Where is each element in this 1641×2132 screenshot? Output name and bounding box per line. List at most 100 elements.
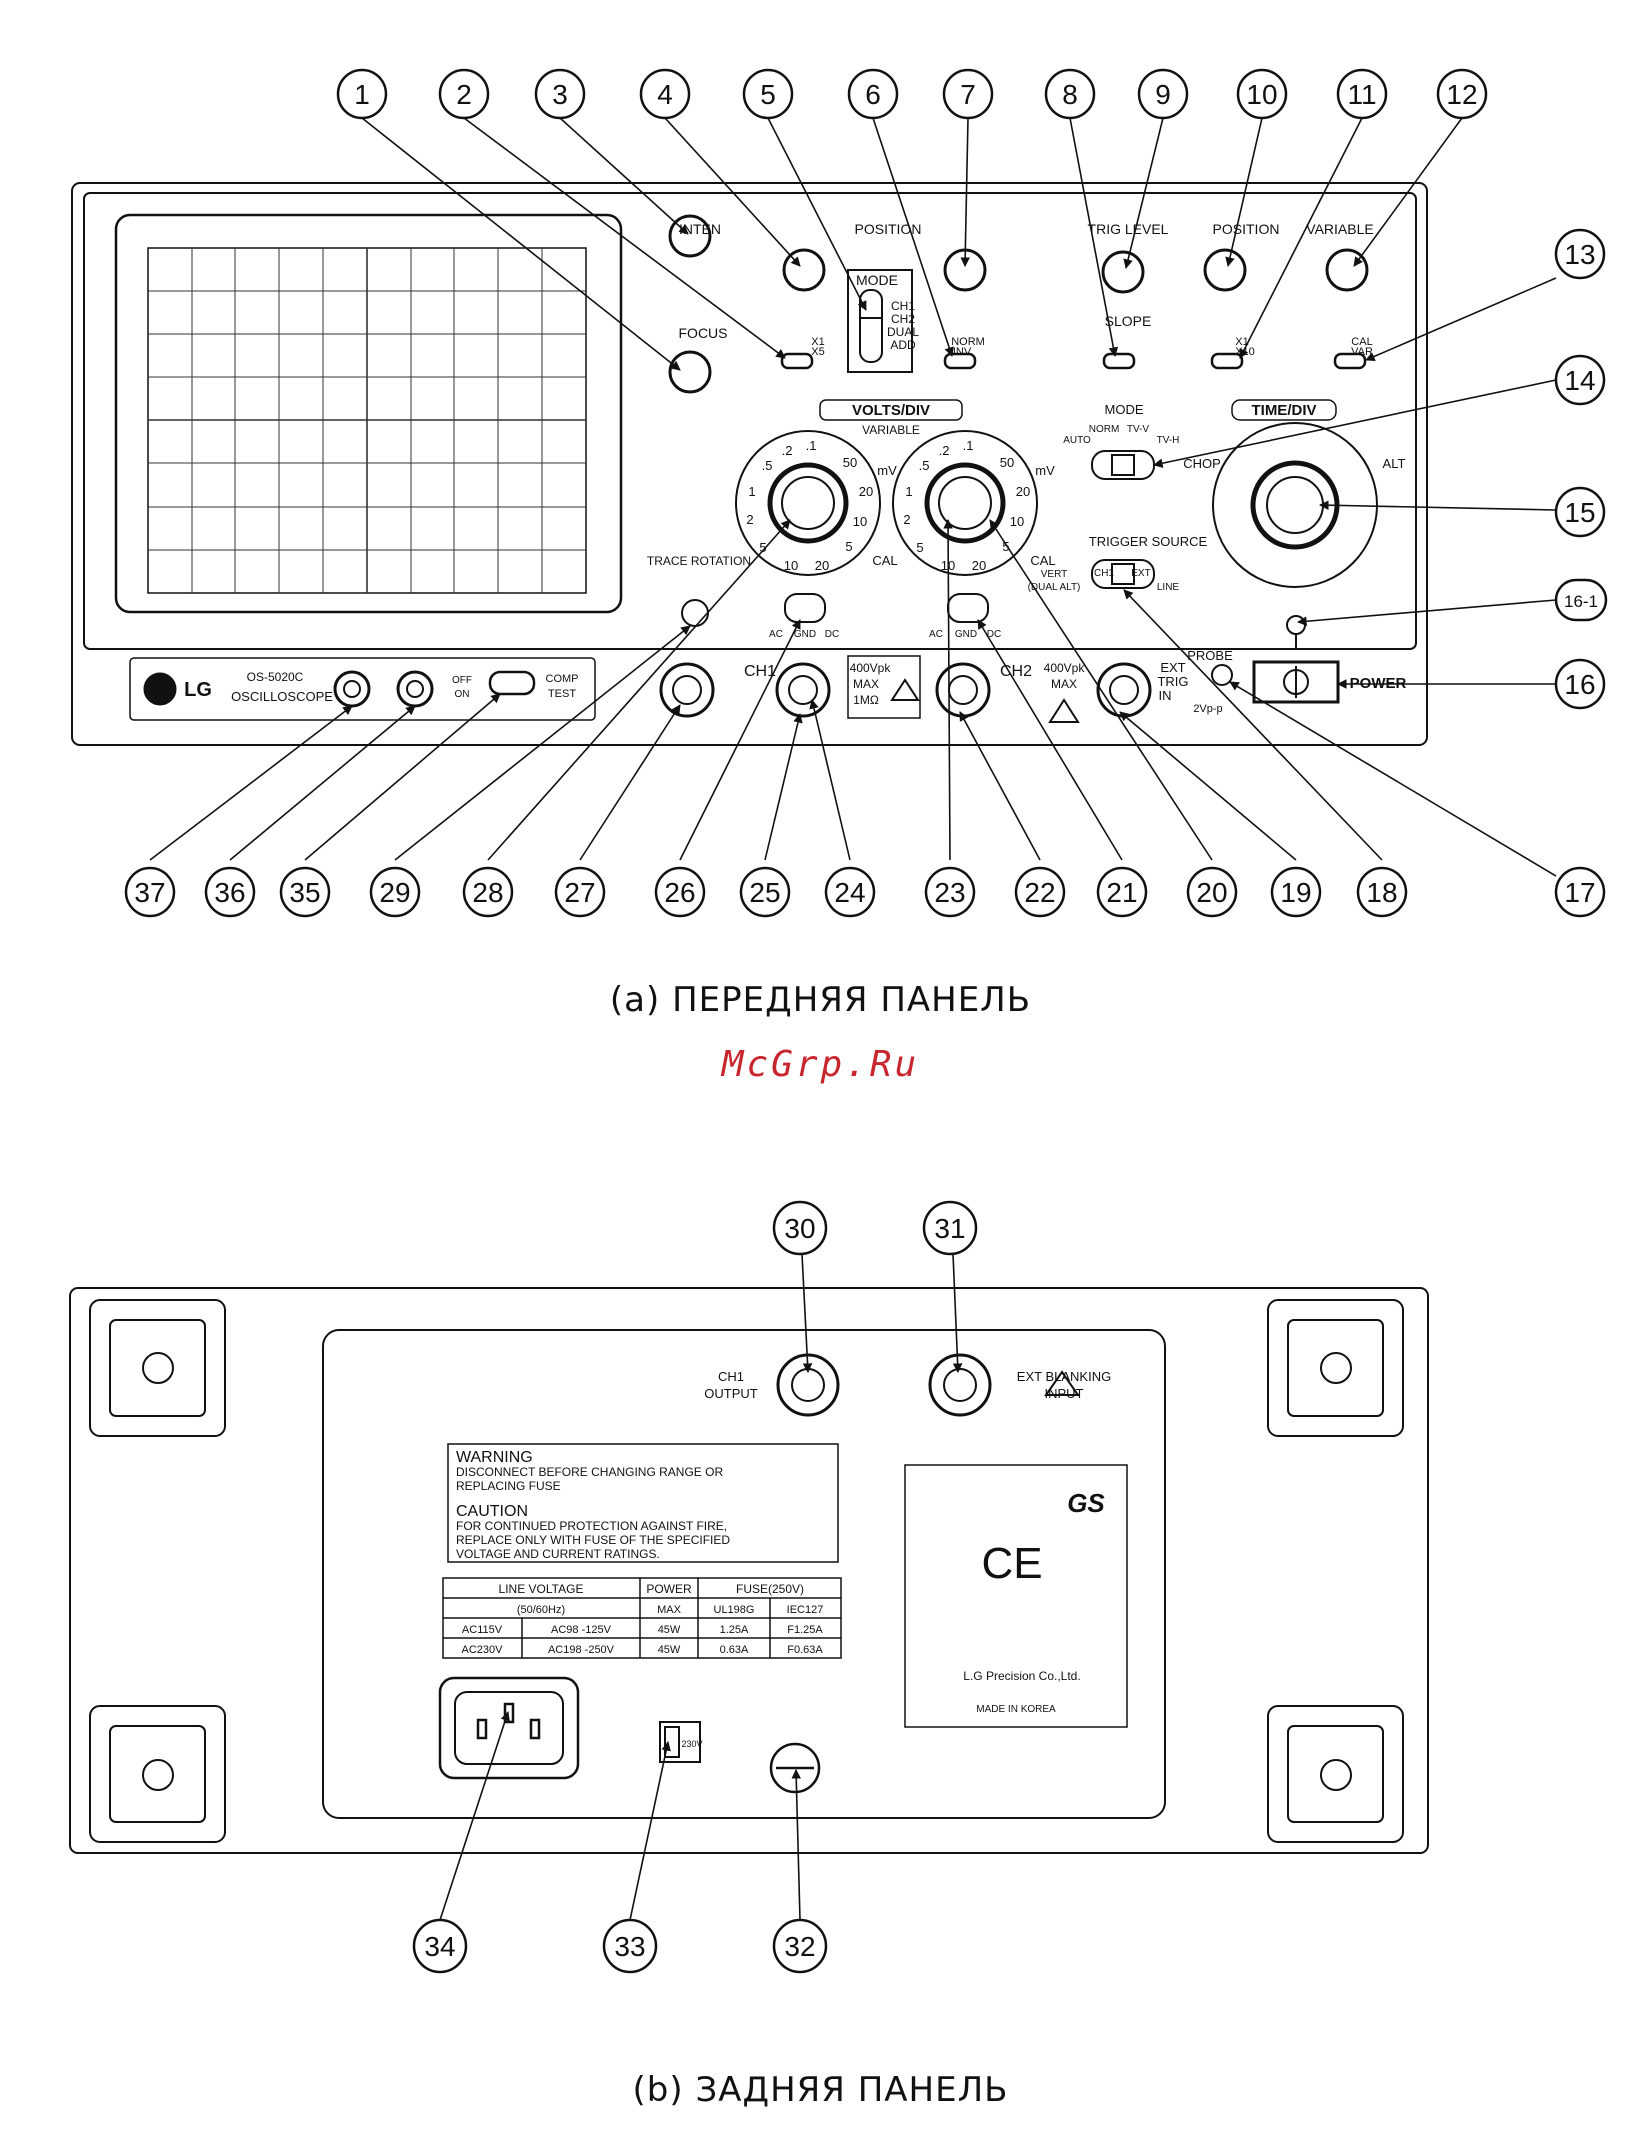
svg-text:34: 34: [424, 1931, 455, 1962]
warning-box: [442, 1443, 842, 1659]
trig-mode-label: MODE: [1105, 402, 1144, 417]
test-label: TEST: [548, 688, 576, 700]
ch1-label: CH1: [744, 663, 776, 680]
table-r2c2: AC198 -250V: [548, 1644, 615, 1656]
svg-text:31: 31: [934, 1213, 965, 1244]
rear-panel: [69, 1287, 1429, 1854]
ext-blanking-line1: EXT BLANKING: [1017, 1369, 1111, 1384]
mv-left: mV: [877, 463, 897, 478]
svg-text:1: 1: [905, 484, 912, 499]
h-position-label: POSITION: [1213, 221, 1280, 237]
coupling-dc-2: DC: [987, 629, 1001, 640]
x5-label: X5: [811, 346, 824, 358]
svg-text:26: 26: [664, 877, 695, 908]
brand-label: LG: [184, 679, 212, 701]
caution-line3: VOLTAGE AND CURRENT RATINGS.: [456, 1547, 660, 1561]
foot-top-left: [89, 1299, 226, 1437]
mode-dual: DUAL: [887, 325, 919, 339]
foot-top-right: [1267, 1299, 1404, 1437]
cal-var-button: [1333, 352, 1367, 370]
svg-text:20: 20: [972, 558, 986, 573]
model-label: OS-5020C: [247, 670, 304, 684]
svg-text:2: 2: [456, 79, 472, 110]
svg-text:16: 16: [1564, 669, 1595, 700]
max-ch2-line1: 400Vpk: [1044, 661, 1086, 675]
vert-mode-switch: [847, 269, 913, 373]
warning-triangles-front: [847, 655, 1080, 723]
cal-right: CAL: [1030, 553, 1055, 568]
svg-text:27: 27: [564, 877, 595, 908]
mode-ch2: CH2: [891, 312, 915, 326]
svg-text:23: 23: [934, 877, 965, 908]
caution-title: CAUTION: [456, 1503, 528, 1520]
table-header-line-voltage: LINE VOLTAGE: [499, 1582, 584, 1596]
cert-box: [904, 1370, 1128, 1728]
trig-src-dual-alt: (DUAL ALT): [1028, 582, 1081, 593]
svg-text:3: 3: [552, 79, 568, 110]
svg-text:20: 20: [859, 484, 873, 499]
volts-div-dials: [735, 399, 1038, 576]
graticule-grid: [148, 248, 586, 593]
trig-mode-tvv: TV-V: [1127, 424, 1150, 435]
rear-connectors: [769, 1353, 992, 1794]
position-label: POSITION: [855, 221, 922, 237]
rear-callouts: [412, 1200, 978, 1974]
max-box-line2: MAX: [853, 677, 879, 691]
ext-trig-line2: TRIG: [1157, 674, 1188, 689]
front-callout-numbers: 1 2 3 4 5 6 7 8 9 10 11 12 13 14 15 16-1…: [134, 79, 1598, 908]
ext-blanking-line2: INPUT: [1045, 1386, 1084, 1401]
x5-mag-button: [780, 352, 814, 370]
vert-mode-label: MODE: [856, 272, 898, 288]
svg-text:13: 13: [1564, 239, 1595, 270]
cal-left: CAL: [872, 553, 897, 568]
gs-mark: GS: [1067, 1488, 1105, 1518]
focus-label: FOCUS: [679, 325, 728, 341]
table-sub-ul: UL198G: [714, 1604, 755, 1616]
ch1-output-line2: OUTPUT: [704, 1386, 758, 1401]
maker-label: L.G Precision Co.,Ltd.: [963, 1669, 1080, 1683]
table-r1c3: 45W: [658, 1624, 681, 1636]
svg-text:50: 50: [1000, 455, 1014, 470]
warning-title: WARNING: [456, 1449, 533, 1466]
inv-label: INV: [953, 346, 972, 358]
trig-mode-auto: AUTO: [1063, 435, 1091, 446]
mv-right: mV: [1035, 463, 1055, 478]
volts-div-label: VOLTS/DIV: [852, 402, 930, 419]
made-in-label: MADE IN KOREA: [976, 1704, 1056, 1715]
slope-button: [1102, 352, 1136, 370]
svg-text:.1: .1: [806, 438, 817, 453]
trace-rotation-label-1: TRACE ROTATION: [647, 554, 751, 568]
table-r1c1: AC115V: [462, 1624, 503, 1636]
coupling-ac-1: AC: [769, 629, 783, 640]
svg-text:20: 20: [1196, 877, 1227, 908]
trig-src-ch1: CH1: [1094, 568, 1114, 579]
ch2-inv-button: [943, 352, 977, 370]
svg-text:5: 5: [916, 540, 923, 555]
mode-add: ADD: [890, 338, 916, 352]
svg-text:11: 11: [1347, 79, 1376, 110]
svg-text:10: 10: [1246, 79, 1277, 110]
trace-rotation-screw: [681, 599, 709, 627]
probe-value: 2Vp-p: [1193, 703, 1222, 715]
svg-text:28: 28: [472, 877, 503, 908]
cal-label: CAL: [1351, 336, 1372, 348]
ch2-label: CH2: [1000, 663, 1032, 680]
table-header-power: POWER: [646, 1582, 692, 1596]
svg-text:19: 19: [1280, 877, 1311, 908]
table-r2c3: 45W: [658, 1644, 681, 1656]
warning-line1: DISCONNECT BEFORE CHANGING RANGE OR: [456, 1465, 723, 1479]
svg-text:2: 2: [903, 512, 910, 527]
rear-labels: CH1 OUTPUT EXT BLANKING INPUT WARNING DI…: [456, 1369, 1111, 1749]
table-r2c4: 0.63A: [720, 1644, 749, 1656]
lg-logo: [143, 672, 177, 706]
svg-text:25: 25: [749, 877, 780, 908]
trig-mode-tvh: TV-H: [1157, 435, 1180, 446]
front-callouts: [124, 68, 1608, 918]
svg-text:.5: .5: [919, 458, 930, 473]
rear-feet: [89, 1299, 1404, 1843]
ext-trig-line1: EXT: [1160, 660, 1185, 675]
trig-src-vert: VERT: [1041, 569, 1068, 580]
var-label: VAR: [1351, 346, 1373, 358]
variable-label: VARIABLE: [1306, 221, 1373, 237]
svg-text:35: 35: [289, 877, 320, 908]
